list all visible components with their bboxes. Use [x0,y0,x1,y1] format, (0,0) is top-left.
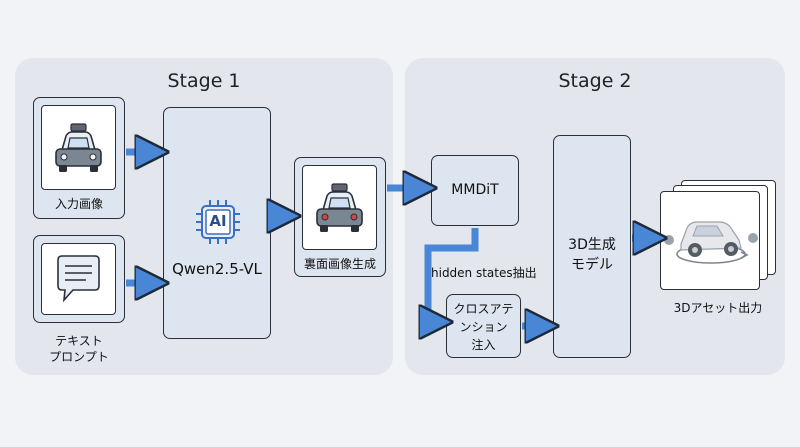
arrow-mmdit-to-cross [428,228,479,322]
ai-chip-icon [196,200,240,244]
qwen-label: Qwen2.5-VL [172,260,262,278]
input-image-card [41,105,116,190]
stage2-title: Stage 2 [558,70,632,92]
gen3d-line2: モデル [571,257,613,273]
ai-chip-text: AI [209,212,227,230]
taxi-icon [55,123,102,172]
speech-bubble-icon [57,255,100,303]
output-label: 3Dアセット出力 [673,301,763,315]
input-image-label: 入力画像 [54,197,103,211]
back-image-card [302,165,377,250]
text-prompt-box [33,235,125,323]
stage1-title: Stage 1 [167,70,241,92]
input-image-box: 入力画像 [33,97,125,219]
text-prompt-label-line1: テキスト [55,334,103,348]
cross-attention-line1: クロスアテ [453,302,514,316]
cross-attention-line2: ンション [459,320,508,334]
hidden-states-label: hidden states抽出 [431,266,537,280]
cross-attention-box: クロスアテ ンション 注入 [446,294,521,358]
output-card-front [660,191,760,290]
gen3d-box: 3D生成 モデル [553,135,631,358]
taxi-icon [316,183,363,232]
back-image-label: 裏面画像生成 [303,257,376,271]
gen3d-line1: 3D生成 [568,237,616,253]
3d-car-icon [664,221,758,264]
mmdit-box: MMDiT [431,155,519,226]
qwen-box: AI Qwen2.5-VL [163,107,271,339]
back-image-box: 裏面画像生成 [294,157,386,277]
text-prompt-label-line2: プロンプト [49,350,109,364]
cross-attention-line3: 注入 [471,338,496,352]
mmdit-label: MMDiT [451,182,499,198]
text-prompt-card [41,243,116,315]
